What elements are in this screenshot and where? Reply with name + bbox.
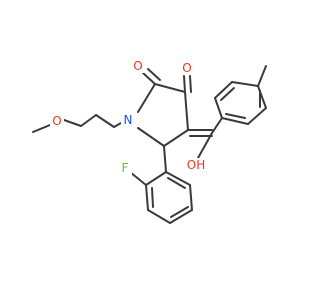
bond-tolyl-6 [221,117,249,125]
bond-propyl-2 [95,114,115,128]
bond-tolyl-methyl [257,65,267,87]
bond-fphenyl-4 [169,209,193,224]
bond-c-f [129,171,147,186]
atom-label-o-methoxy: O [52,114,61,128]
bond-propyl-3 [113,122,122,128]
chemical-structure-diagram: O N O O OH F [32,59,267,224]
atom-label-oh: OH [187,158,205,172]
bond-c5-n [137,127,165,147]
atom-o-ketone-1: O [131,59,145,73]
bond-fphenyl-5 [189,184,193,211]
bond-methoxy-methyl [32,124,51,133]
bond-c2-o-double-a [142,72,156,85]
atom-label-f: F [122,161,129,175]
bond-c-oh [197,132,213,159]
bond-layer [32,65,267,224]
bond-fphenyl-inner-b [170,206,189,218]
atom-o-methoxy: O [50,114,64,128]
bond-tolyl-inner-c [225,113,246,119]
bond-fphenyl-3 [147,209,171,224]
bond-tolyl-inner-a [220,87,235,101]
bond-c3-c4 [184,91,189,131]
atom-label-n: N [124,113,133,127]
bond-c2-c3 [154,83,186,93]
bond-fphenyl-inner-a [151,187,154,208]
bond-propyl-1 [80,114,97,127]
bond-tolyl-ipso [211,117,223,134]
bond-fphenyl-6 [165,171,191,186]
bond-tolyl-1 [214,97,223,119]
bond-tolyl-2 [214,81,233,99]
bond-c4-c5 [163,129,189,147]
atom-o-ketone-2: O [180,61,194,75]
bond-fphenyl-1 [145,171,167,186]
atom-f: F [119,161,132,175]
bond-n-c2 [137,83,156,113]
bond-c2-o-double-b [147,68,161,81]
bond-tolyl-3 [231,81,259,87]
atom-label-o-ketone-1: O [133,59,142,73]
bond-c3-o-double-b [189,75,192,93]
atom-label-layer: O N O O OH F [50,59,207,175]
bond-c5-aryl [163,145,167,173]
bond-tolyl-4 [257,85,267,109]
bond-fphenyl-inner-c [167,177,186,189]
bond-tolyl-5 [247,107,267,125]
atom-label-o-ketone-2: O [182,61,191,75]
bond-c3-o-double-a [183,75,186,93]
bond-fphenyl-2 [145,184,149,211]
atom-n-ring: N [121,113,135,128]
bond-ether-o-ch2 [63,119,82,127]
atom-oh: OH [185,158,207,173]
